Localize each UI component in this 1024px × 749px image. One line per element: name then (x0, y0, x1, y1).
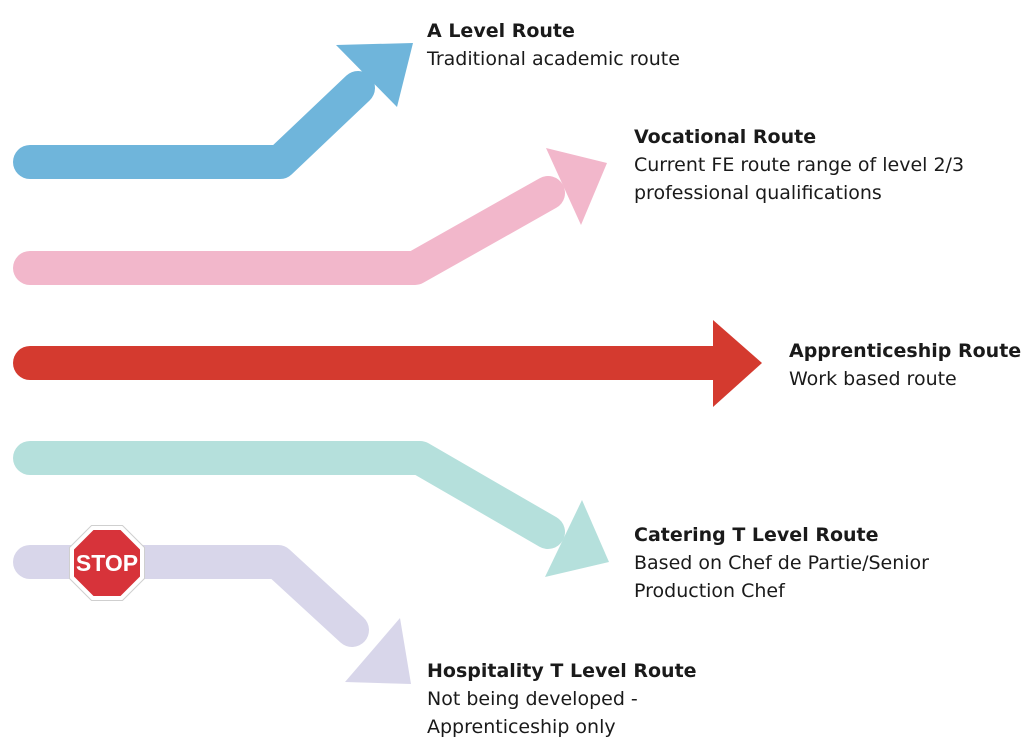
a-level-route-label: A Level Route Traditional academic route (427, 17, 680, 73)
stop-sign-icon: STOP (69, 525, 145, 601)
catering-route-label: Catering T Level Route Based on Chef de … (634, 521, 1014, 605)
hospitality-route-description: Not being developed - Apprenticeship onl… (427, 688, 638, 738)
catering-arrow (13, 441, 609, 577)
a-level-route-description: Traditional academic route (427, 48, 680, 70)
vocational-route-description: Current FE route range of level 2/3 prof… (634, 154, 965, 204)
apprenticeship-route-title: Apprenticeship Route (789, 340, 1022, 362)
vocational-arrow (13, 148, 607, 285)
hospitality-route-title: Hospitality T Level Route (427, 660, 697, 682)
apprenticeship-arrow (13, 320, 762, 407)
stop-sign-face (74, 530, 140, 596)
apprenticeship-route-description: Work based route (789, 368, 957, 390)
vocational-route-label: Vocational Route Current FE route range … (634, 123, 1014, 207)
catering-route-description: Based on Chef de Partie/Senior Productio… (634, 552, 929, 602)
a-level-route-title: A Level Route (427, 20, 575, 42)
a-level-arrow (13, 43, 413, 179)
hospitality-route-label: Hospitality T Level Route Not being deve… (427, 657, 727, 741)
catering-route-title: Catering T Level Route (634, 524, 879, 546)
apprenticeship-route-label: Apprenticeship Route Work based route (789, 337, 1021, 393)
stop-sign-text: STOP (76, 550, 138, 576)
vocational-route-title: Vocational Route (634, 126, 817, 148)
